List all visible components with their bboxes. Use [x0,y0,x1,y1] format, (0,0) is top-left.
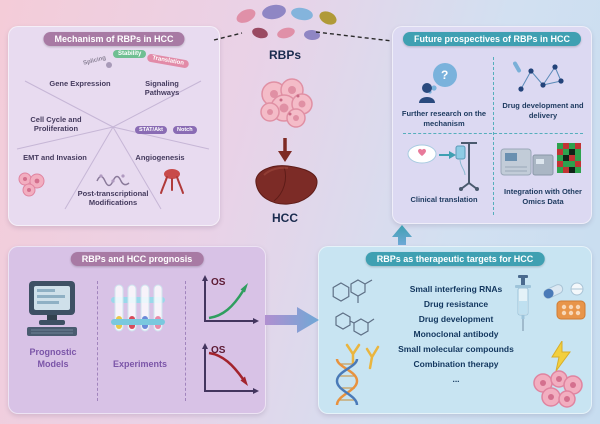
emt-cells-icon [18,172,45,197]
future-item-research: Further research on the mechanism [401,109,487,128]
section-emt-invasion: EMT and Invasion [23,153,87,162]
lightning-icon [551,341,571,371]
hub-icon [106,62,112,68]
list-item: Combination therapy [413,359,499,369]
therapeutic-panel: RBPs as therapeutic targets for HCC Smal… [318,246,592,414]
lab-machines-icon [500,143,581,176]
therapeutic-list: Small interfering RNAs Drug resistance D… [376,282,536,387]
future-panel-title: Future prospectives of RBPs in HCC [402,32,582,46]
os-up-chart-icon [202,275,259,324]
drug-network-icon [513,61,564,92]
prognosis-divider-2 [185,281,186,401]
future-divider-horizontal [403,133,583,134]
prognosis-panel-title: RBPs and HCC prognosis [70,252,204,266]
dashed-connector-lines [213,31,393,42]
antibody-icon [345,343,380,370]
section-post-transcriptional: Post-transcriptional Modifications [77,189,149,208]
spoke-lines-icon [16,62,210,210]
clinical-translation-icon [407,142,479,191]
prognosis-panel: RBPs and HCC prognosis Prognostic Models [8,246,266,414]
prognostic-models-label: Prognostic Models [29,347,77,369]
syringe-icon [515,275,531,331]
future-panel: Future prospectives of RBPs in HCC ? [392,26,592,224]
section-gene-expression: Gene Expression [49,79,111,88]
arrow-therapeutic-to-future [392,225,412,245]
notch-badge: Notch [173,126,197,134]
hcc-label: HCC [272,211,298,225]
future-item-omics: Integration with Other Omics Data [504,187,582,206]
future-item-drug-delivery: Drug development and delivery [502,101,584,120]
list-item: ... [452,374,460,384]
blood-vessel-icon [160,169,184,194]
rbp-blobs-icon [236,4,337,41]
rna-helix-icon [335,358,359,406]
mechanism-panel-title: Mechanism of RBPs in HCC [43,32,185,46]
rbps-label: RBPs [268,48,301,62]
question-glyph: ? [441,68,449,82]
list-item: Drug development [418,314,494,324]
question-person-icon [419,63,457,103]
list-item: Monoclonal antibody [413,329,499,339]
future-item-clinical: Clinical translation [410,195,478,204]
experiments-label: Experiments [112,359,168,369]
arrow-down-icon [278,138,292,162]
pills-icon [543,282,586,320]
list-item: Drug resistance [423,299,489,309]
section-signaling-pathways: Signaling Pathways [144,79,180,98]
tumor-cells-icon [533,370,583,408]
computer-monitor-icon [27,281,77,336]
stat-akt-badge: STAT/Akt [135,126,167,134]
section-cell-cycle: Cell Cycle and Proliferation [30,115,82,134]
future-divider-vertical [493,57,494,215]
list-item: Small interfering RNAs [409,284,503,294]
stability-tag: Stability [113,50,147,58]
os-label-up: OS [211,277,226,288]
cancer-cell-cluster-icon [260,78,313,128]
os-label-down: OS [211,345,226,356]
prognosis-divider-1 [97,281,98,401]
section-angiogenesis: Angiogenesis [135,153,185,162]
molecule-icon [332,279,373,303]
therapeutic-panel-title: RBPs as therapeutic targets for HCC [365,252,545,266]
mechanism-panel: Mechanism of RBPs in HCC Splicing Stabil… [8,26,220,226]
heatmap-icon [557,143,581,173]
liver-icon [255,165,318,205]
arrow-prognosis-to-therapeutic [265,307,319,333]
list-item: Small molecular compounds [398,344,514,354]
arrow-right-icon [449,151,456,159]
squiggle-rna-icon [96,174,130,187]
molecule-icon [335,312,375,336]
os-down-chart-icon [202,343,259,394]
test-tubes-icon [111,284,165,332]
